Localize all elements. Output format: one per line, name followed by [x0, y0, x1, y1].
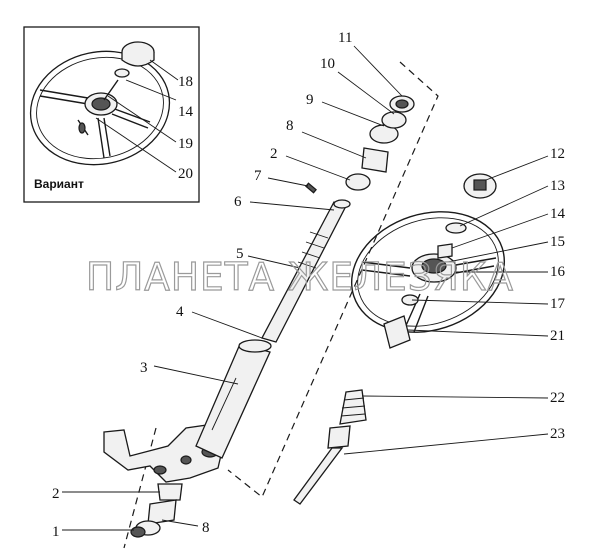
- callout-14-inset: 14: [178, 104, 194, 120]
- callout-8-top: 8: [286, 118, 294, 134]
- callout-16: 16: [550, 264, 566, 280]
- callout-9: 9: [306, 92, 314, 108]
- callout-19: 22: [550, 390, 565, 406]
- callout-17: 17: [550, 296, 566, 312]
- callout-numbers: 11 10 9 8 2 7 6 5 4 3 2 1 8 12 13 14 15 …: [52, 30, 566, 540]
- callout-22: 19: [178, 136, 193, 152]
- steering-wheel: [350, 173, 506, 349]
- callout-20: 23: [550, 426, 565, 442]
- leader-lines: [62, 45, 549, 531]
- watermark: ПЛАНЕТА ЖЕЛЕЗЯКА: [86, 255, 514, 299]
- callout-18: 21: [550, 328, 565, 344]
- shaft-extension: [293, 389, 367, 505]
- callout-8-bottom: 8: [202, 520, 210, 536]
- callout-13: 13: [550, 178, 565, 194]
- callout-15: 15: [550, 234, 565, 250]
- callout-7: 7: [254, 168, 262, 184]
- variant-inset: 18 14 19 20 Вариант: [23, 26, 200, 203]
- callout-1: 1: [52, 524, 60, 540]
- callout-3: 3: [140, 360, 148, 376]
- callout-2-bottom: 2: [52, 486, 60, 502]
- callout-11: 11: [338, 30, 352, 46]
- callout-2-top: 2: [270, 146, 278, 162]
- callout-10: 10: [320, 56, 335, 72]
- callout-12: 12: [550, 146, 565, 162]
- assembly-guides: [123, 61, 439, 549]
- callout-6: 6: [234, 194, 242, 210]
- callout-21: 18: [178, 74, 193, 90]
- callout-14: 14: [550, 206, 566, 222]
- callout-4: 4: [176, 304, 184, 320]
- inset-label: Вариант: [34, 177, 84, 191]
- steering-column: [103, 95, 415, 538]
- callout-5: 5: [236, 246, 244, 262]
- callout-23: 20: [178, 166, 193, 182]
